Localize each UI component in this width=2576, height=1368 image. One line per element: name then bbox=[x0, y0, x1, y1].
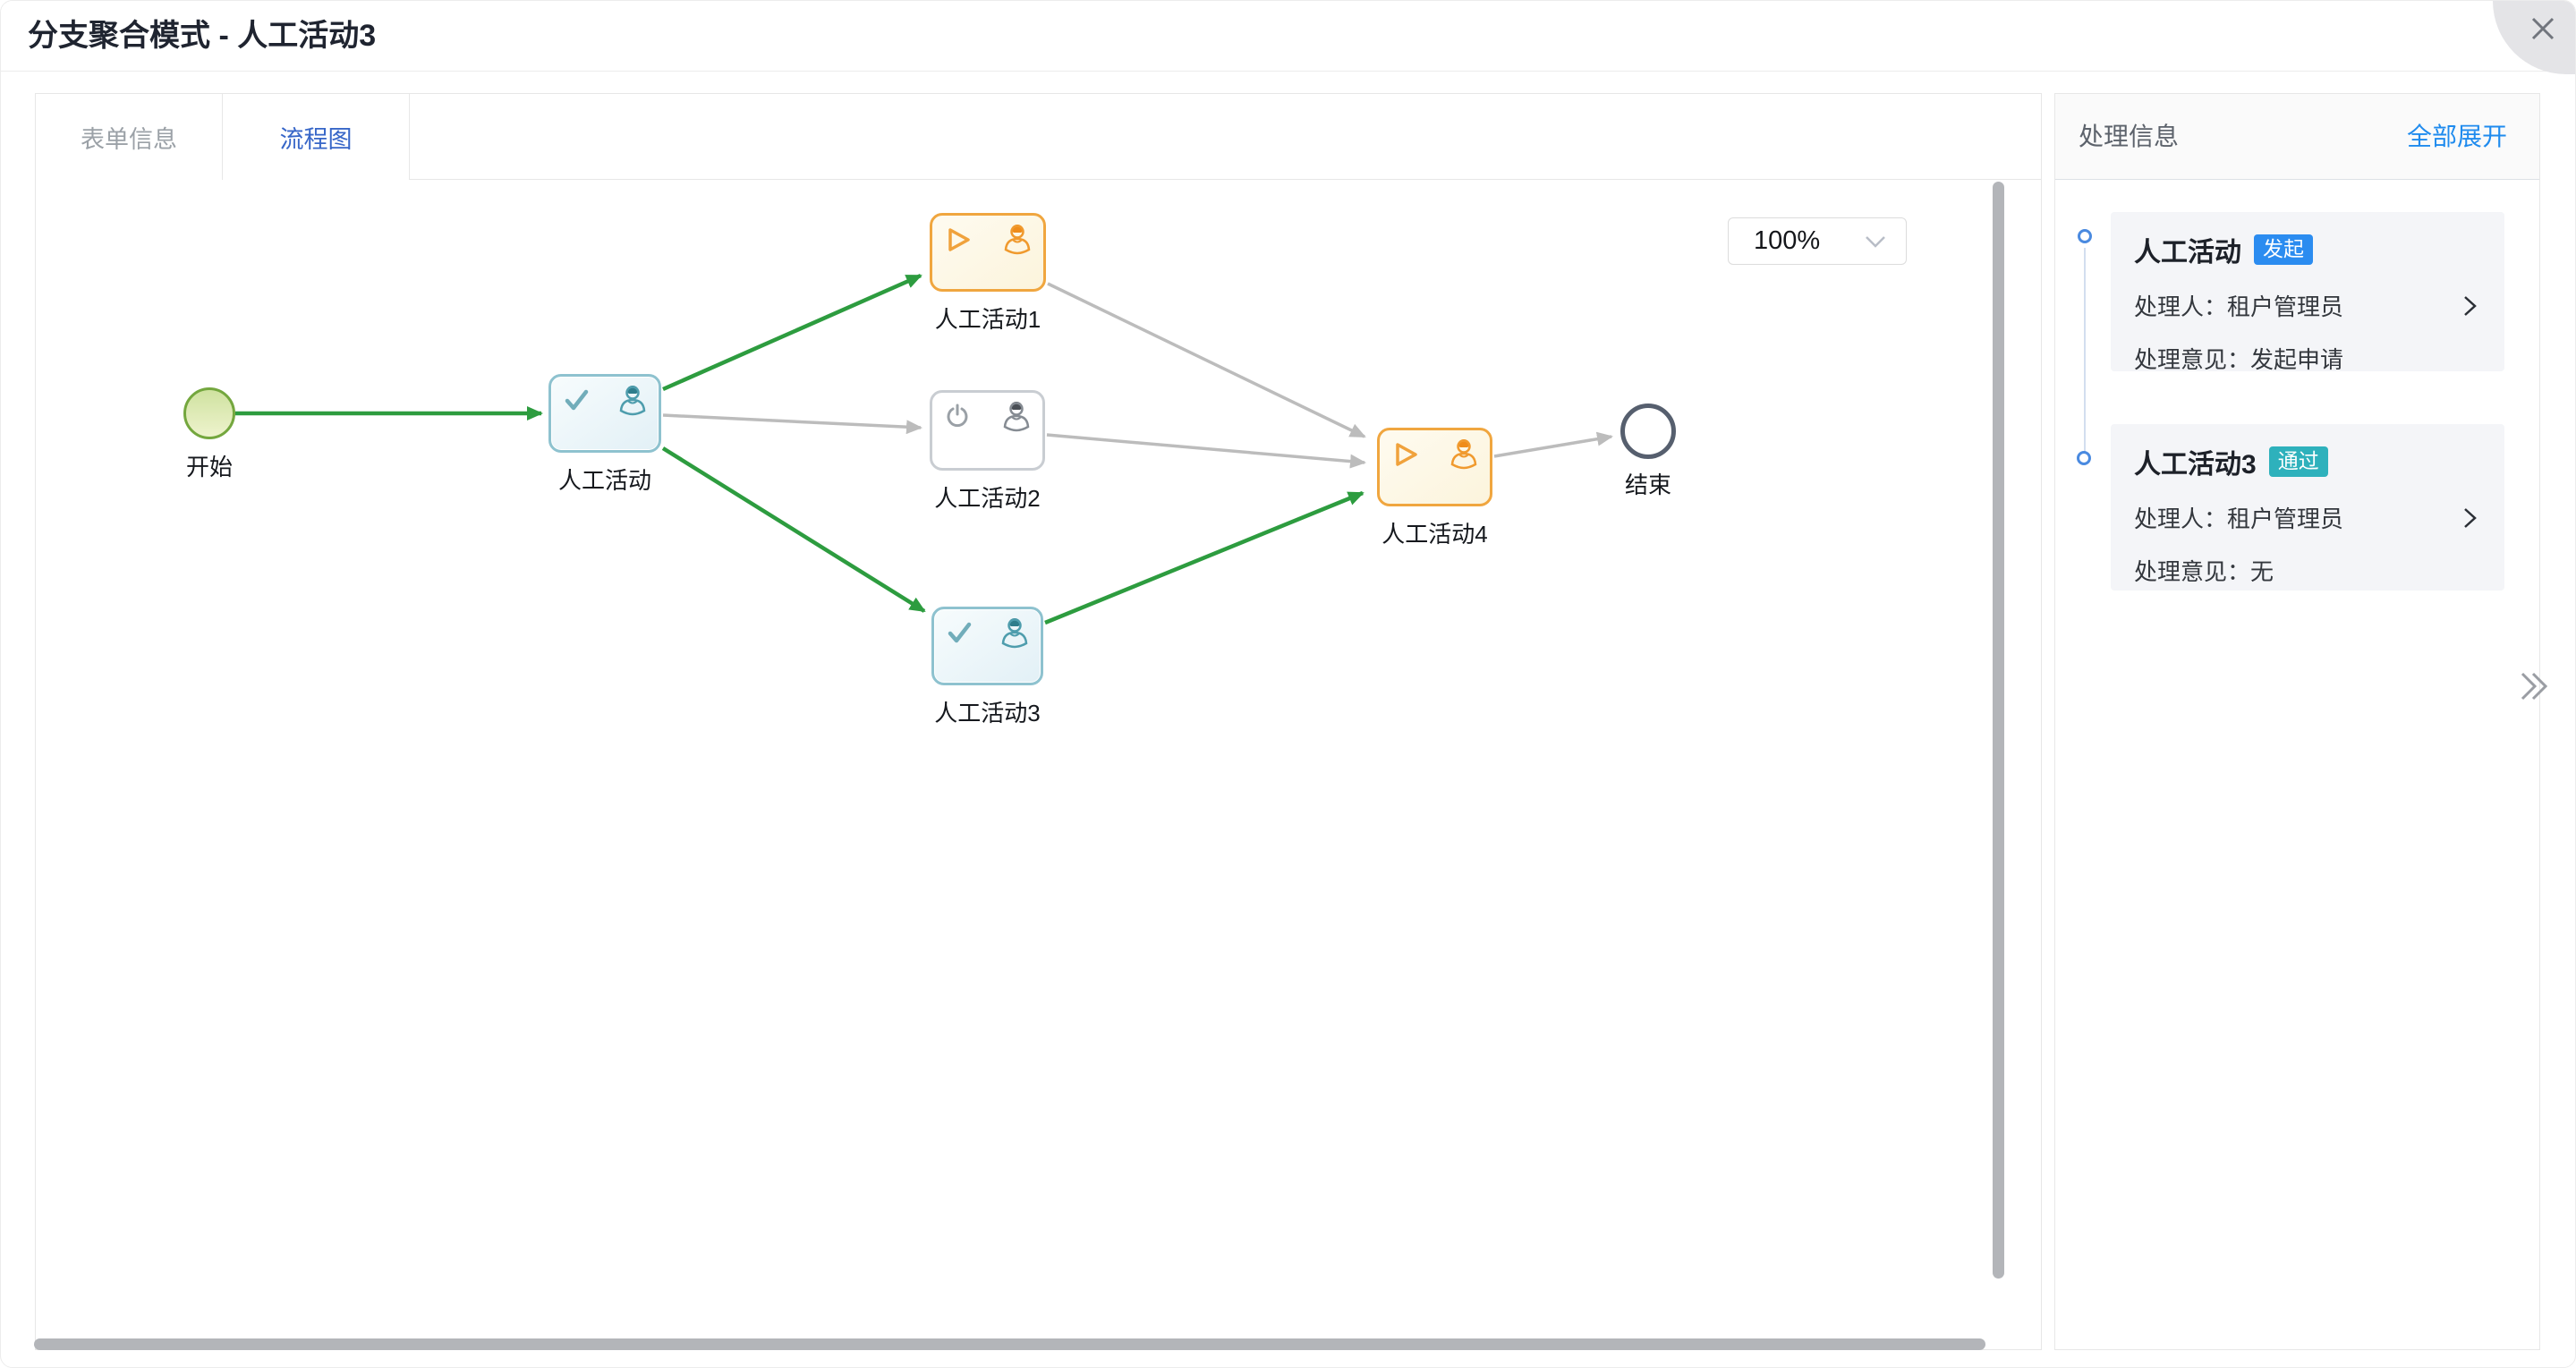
status-badge: 发起 bbox=[2254, 234, 2313, 266]
entry-title: 人工活动3 bbox=[2134, 450, 2257, 480]
timeline-connector bbox=[2084, 248, 2086, 452]
status-badge: 通过 bbox=[2268, 446, 2328, 478]
tab-bar: 表单信息 流程图 bbox=[36, 94, 2041, 181]
handler-value: 租户管理员 bbox=[2227, 506, 2344, 532]
user-icon bbox=[619, 386, 646, 416]
panel-header: 处理信息 全部展开 bbox=[2055, 94, 2539, 180]
node-end-label: 结束 bbox=[1624, 472, 1672, 498]
main-content: 表单信息 流程图 bbox=[35, 93, 2042, 1350]
entry-title: 人工活动 bbox=[2134, 238, 2241, 268]
node-task-main-label: 人工活动 bbox=[557, 467, 652, 494]
node-task-2-label: 人工活动2 bbox=[934, 485, 1041, 512]
panel-title: 处理信息 bbox=[2079, 123, 2180, 150]
expand-all-link[interactable]: 全部展开 bbox=[2406, 123, 2507, 150]
node-task-2[interactable]: 人工活动2 bbox=[930, 390, 1045, 512]
node-task-1[interactable]: 人工活动1 bbox=[930, 213, 1046, 333]
chevron-right-icon[interactable] bbox=[2458, 292, 2481, 320]
opinion-value: 发起申请 bbox=[2250, 346, 2344, 373]
user-icon bbox=[1004, 225, 1031, 255]
play-icon bbox=[1396, 443, 1417, 466]
timeline-dot bbox=[2077, 451, 2091, 465]
node-task-4-label: 人工活动4 bbox=[1382, 521, 1488, 548]
handler-row: 处理人：租户管理员 bbox=[2134, 289, 2481, 322]
node-start[interactable]: 开始 bbox=[183, 387, 235, 480]
user-icon bbox=[1001, 618, 1028, 649]
opinion-row: 处理意见：发起申请 bbox=[2134, 342, 2481, 375]
tab-form-info[interactable]: 表单信息 bbox=[36, 94, 223, 180]
handler-row: 处理人：租户管理员 bbox=[2134, 501, 2481, 534]
process-entry-card: 人工活动 发起 处理人：租户管理员 处理意见：发起申请 bbox=[2111, 212, 2504, 373]
node-task-main[interactable]: 人工活动 bbox=[548, 374, 661, 494]
node-task-3-label: 人工活动3 bbox=[934, 700, 1041, 726]
check-icon bbox=[948, 622, 972, 643]
tab-flow-diagram[interactable]: 流程图 bbox=[223, 94, 410, 181]
close-icon bbox=[2531, 17, 2555, 40]
opinion-row: 处理意见：无 bbox=[2134, 554, 2481, 587]
node-task-1-label: 人工活动1 bbox=[934, 306, 1041, 333]
page-title: 分支聚合模式 - 人工活动3 bbox=[28, 19, 377, 53]
node-task-4[interactable]: 人工活动4 bbox=[1377, 428, 1492, 548]
node-task-3[interactable]: 人工活动3 bbox=[931, 607, 1043, 726]
zoom-value: 100% bbox=[1754, 226, 1821, 255]
double-chevron-right-icon bbox=[2521, 672, 2548, 701]
dialog-header: 分支聚合模式 - 人工活动3 bbox=[1, 1, 2575, 72]
process-entry-card: 人工活动3 通过 处理人：租户管理员 处理意见：无 bbox=[2111, 424, 2504, 591]
timeline-dot bbox=[2078, 229, 2092, 243]
user-icon bbox=[1450, 439, 1477, 470]
power-icon bbox=[947, 404, 968, 428]
vertical-scrollbar[interactable] bbox=[1993, 182, 2004, 1279]
node-start-label: 开始 bbox=[185, 454, 234, 480]
node-end[interactable]: 结束 bbox=[1620, 404, 1676, 498]
chevron-down-icon bbox=[1866, 236, 1885, 248]
handler-value: 租户管理员 bbox=[2227, 293, 2344, 320]
opinion-value: 无 bbox=[2250, 558, 2274, 585]
zoom-select[interactable]: 100% bbox=[1728, 217, 1907, 265]
process-info-panel: 处理信息 全部展开 人工活动 发起 处理人：租户管理员 处理意见：发起申请 bbox=[2054, 93, 2540, 1350]
check-icon bbox=[565, 389, 589, 411]
play-icon bbox=[948, 228, 970, 251]
panel-collapse-button[interactable] bbox=[2512, 665, 2555, 708]
user-icon bbox=[1003, 402, 1030, 432]
horizontal-scrollbar[interactable] bbox=[34, 1338, 1985, 1350]
chevron-right-icon[interactable] bbox=[2458, 504, 2481, 532]
